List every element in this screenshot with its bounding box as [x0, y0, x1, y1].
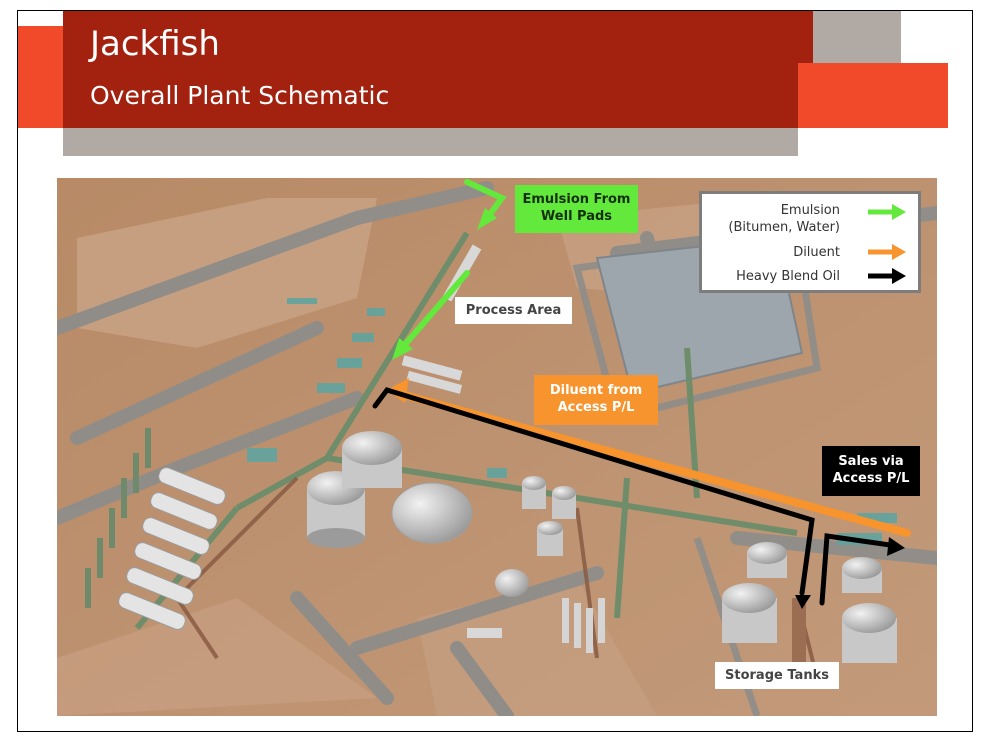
- legend-arrow-diluent: [868, 244, 906, 260]
- label-emulsion-from-well-pads: Emulsion From Well Pads: [515, 185, 638, 233]
- legend-item-emulsion: Emulsion (Bitumen, Water): [728, 203, 840, 235]
- legend-item-diluent: Diluent: [793, 245, 840, 260]
- legend-arrow-emulsion: [868, 204, 906, 220]
- header-band: [63, 11, 813, 128]
- legend-box: Emulsion (Bitumen, Water) Diluent Heavy …: [699, 191, 921, 293]
- label-diluent-from-access: Diluent from Access P/L: [534, 375, 658, 425]
- slide-title: Jackfish: [90, 24, 220, 64]
- label-sales-via-access: Sales via Access P/L: [822, 446, 920, 496]
- header-accent-grey-bottom: [63, 128, 798, 156]
- legend-item-heavy-blend: Heavy Blend Oil: [736, 269, 840, 284]
- label-storage-tanks: Storage Tanks: [715, 662, 839, 689]
- header-accent-left: [18, 26, 63, 128]
- label-process-area: Process Area: [455, 297, 572, 324]
- header-accent-grey-top: [813, 11, 901, 63]
- legend-arrow-heavy-blend: [868, 268, 906, 284]
- header-accent-right: [798, 63, 948, 128]
- slide-subtitle: Overall Plant Schematic: [90, 81, 390, 110]
